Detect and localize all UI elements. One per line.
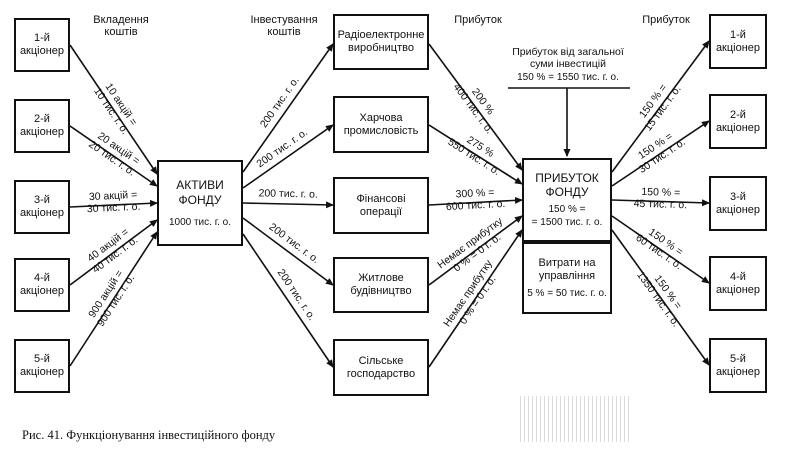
header-investing: Інвестування коштів <box>250 14 318 38</box>
shareholder-right-2: 2-й акціонер <box>709 94 767 149</box>
shareholder-right-5: 5-й акціонер <box>709 338 767 393</box>
payout-3-label-2: 45 тис. г. о. <box>633 198 687 212</box>
shareholder-right-3: 3-й акціонер <box>709 176 767 231</box>
management-costs-box: Витрати на управління 5 % = 50 тис. г. о… <box>522 242 612 314</box>
contribution-3-label-2: 30 тис. г. о. <box>87 201 141 215</box>
contribution-2-arrow <box>69 125 158 187</box>
sector-profit-3-arrow <box>428 196 523 206</box>
shareholder-left-3: 3-й акціонер <box>14 180 70 234</box>
payout-3-label-1: 150 % = <box>641 186 680 199</box>
scan-noise <box>520 396 630 442</box>
shareholder-right-4: 4-й акціонер <box>709 256 767 311</box>
sector-profit-4-arrow <box>428 215 523 286</box>
shareholder-left-2: 2-й акціонер <box>14 99 70 153</box>
total-profit-note: Прибуток від загальної суми інвестицій 1… <box>512 46 624 83</box>
investment-4-label: 200 тис. г. о. <box>267 221 322 266</box>
contribution-3-arrow <box>69 199 158 208</box>
shareholder-left-5: 5-й акціонер <box>14 339 70 393</box>
sector-profit-2-arrow <box>428 124 523 185</box>
contribution-5-arrow <box>69 231 158 367</box>
header-profit-right: Прибуток <box>642 14 690 26</box>
contribution-3-label-1: 30 акцій = <box>89 189 138 203</box>
contribution-4-arrow <box>69 219 158 286</box>
investment-3-arrow <box>242 201 334 209</box>
header-contributions: Вкладення коштів <box>93 14 149 38</box>
sector-housing-construction: Житлове будівництво <box>333 257 429 313</box>
investment-1-label: 200 тис. г. о. <box>258 75 302 130</box>
header-profit-mid: Прибуток <box>454 14 502 26</box>
payout-4-arrow <box>611 215 710 284</box>
investment-1-arrow <box>242 43 334 173</box>
shareholder-right-1: 1-й акціонер <box>709 14 767 69</box>
sector-profit-3-label-1: 300 % = <box>455 186 494 200</box>
sector-agriculture: Сільське господарство <box>333 339 429 396</box>
investment-2-arrow <box>242 124 334 189</box>
payout-2-arrow <box>611 120 710 187</box>
sector-financial-operations: Фінансові операції <box>333 177 429 234</box>
investment-4-arrow <box>242 217 334 286</box>
sector-food-industry: Харчова промисловість <box>333 96 429 153</box>
investment-5-arrow <box>242 233 334 368</box>
shareholder-left-1: 1-й акціонер <box>14 18 70 72</box>
investment-5-label: 200 тис. г. о. <box>275 267 318 323</box>
sector-profit-5-arrow <box>428 229 523 368</box>
figure-caption: Рис. 41. Функціонування інвестиційного ф… <box>22 428 276 442</box>
payout-5-arrow <box>611 229 710 366</box>
fund-profit-box: ПРИБУТОК ФОНДУ 150 % = = 1500 тис. г. о. <box>522 158 612 242</box>
sector-radioelectronics: Радіоелектронне виробництво <box>333 14 429 70</box>
payout-3-arrow <box>611 199 710 207</box>
sector-profit-3-label-2: 600 тис. г. о. <box>446 198 506 213</box>
investment-3-label: 200 тис. г. о. <box>258 187 318 200</box>
contribution-1-arrow <box>69 44 158 175</box>
shareholder-left-4: 4-й акціонер <box>14 258 70 312</box>
payout-1-arrow <box>611 40 710 173</box>
fund-assets-box: АКТИВИ ФОНДУ 1000 тис. г. о. <box>157 160 243 246</box>
investment-2-label: 200 тис. г. о. <box>255 126 310 170</box>
sector-profit-1-arrow <box>428 43 523 171</box>
